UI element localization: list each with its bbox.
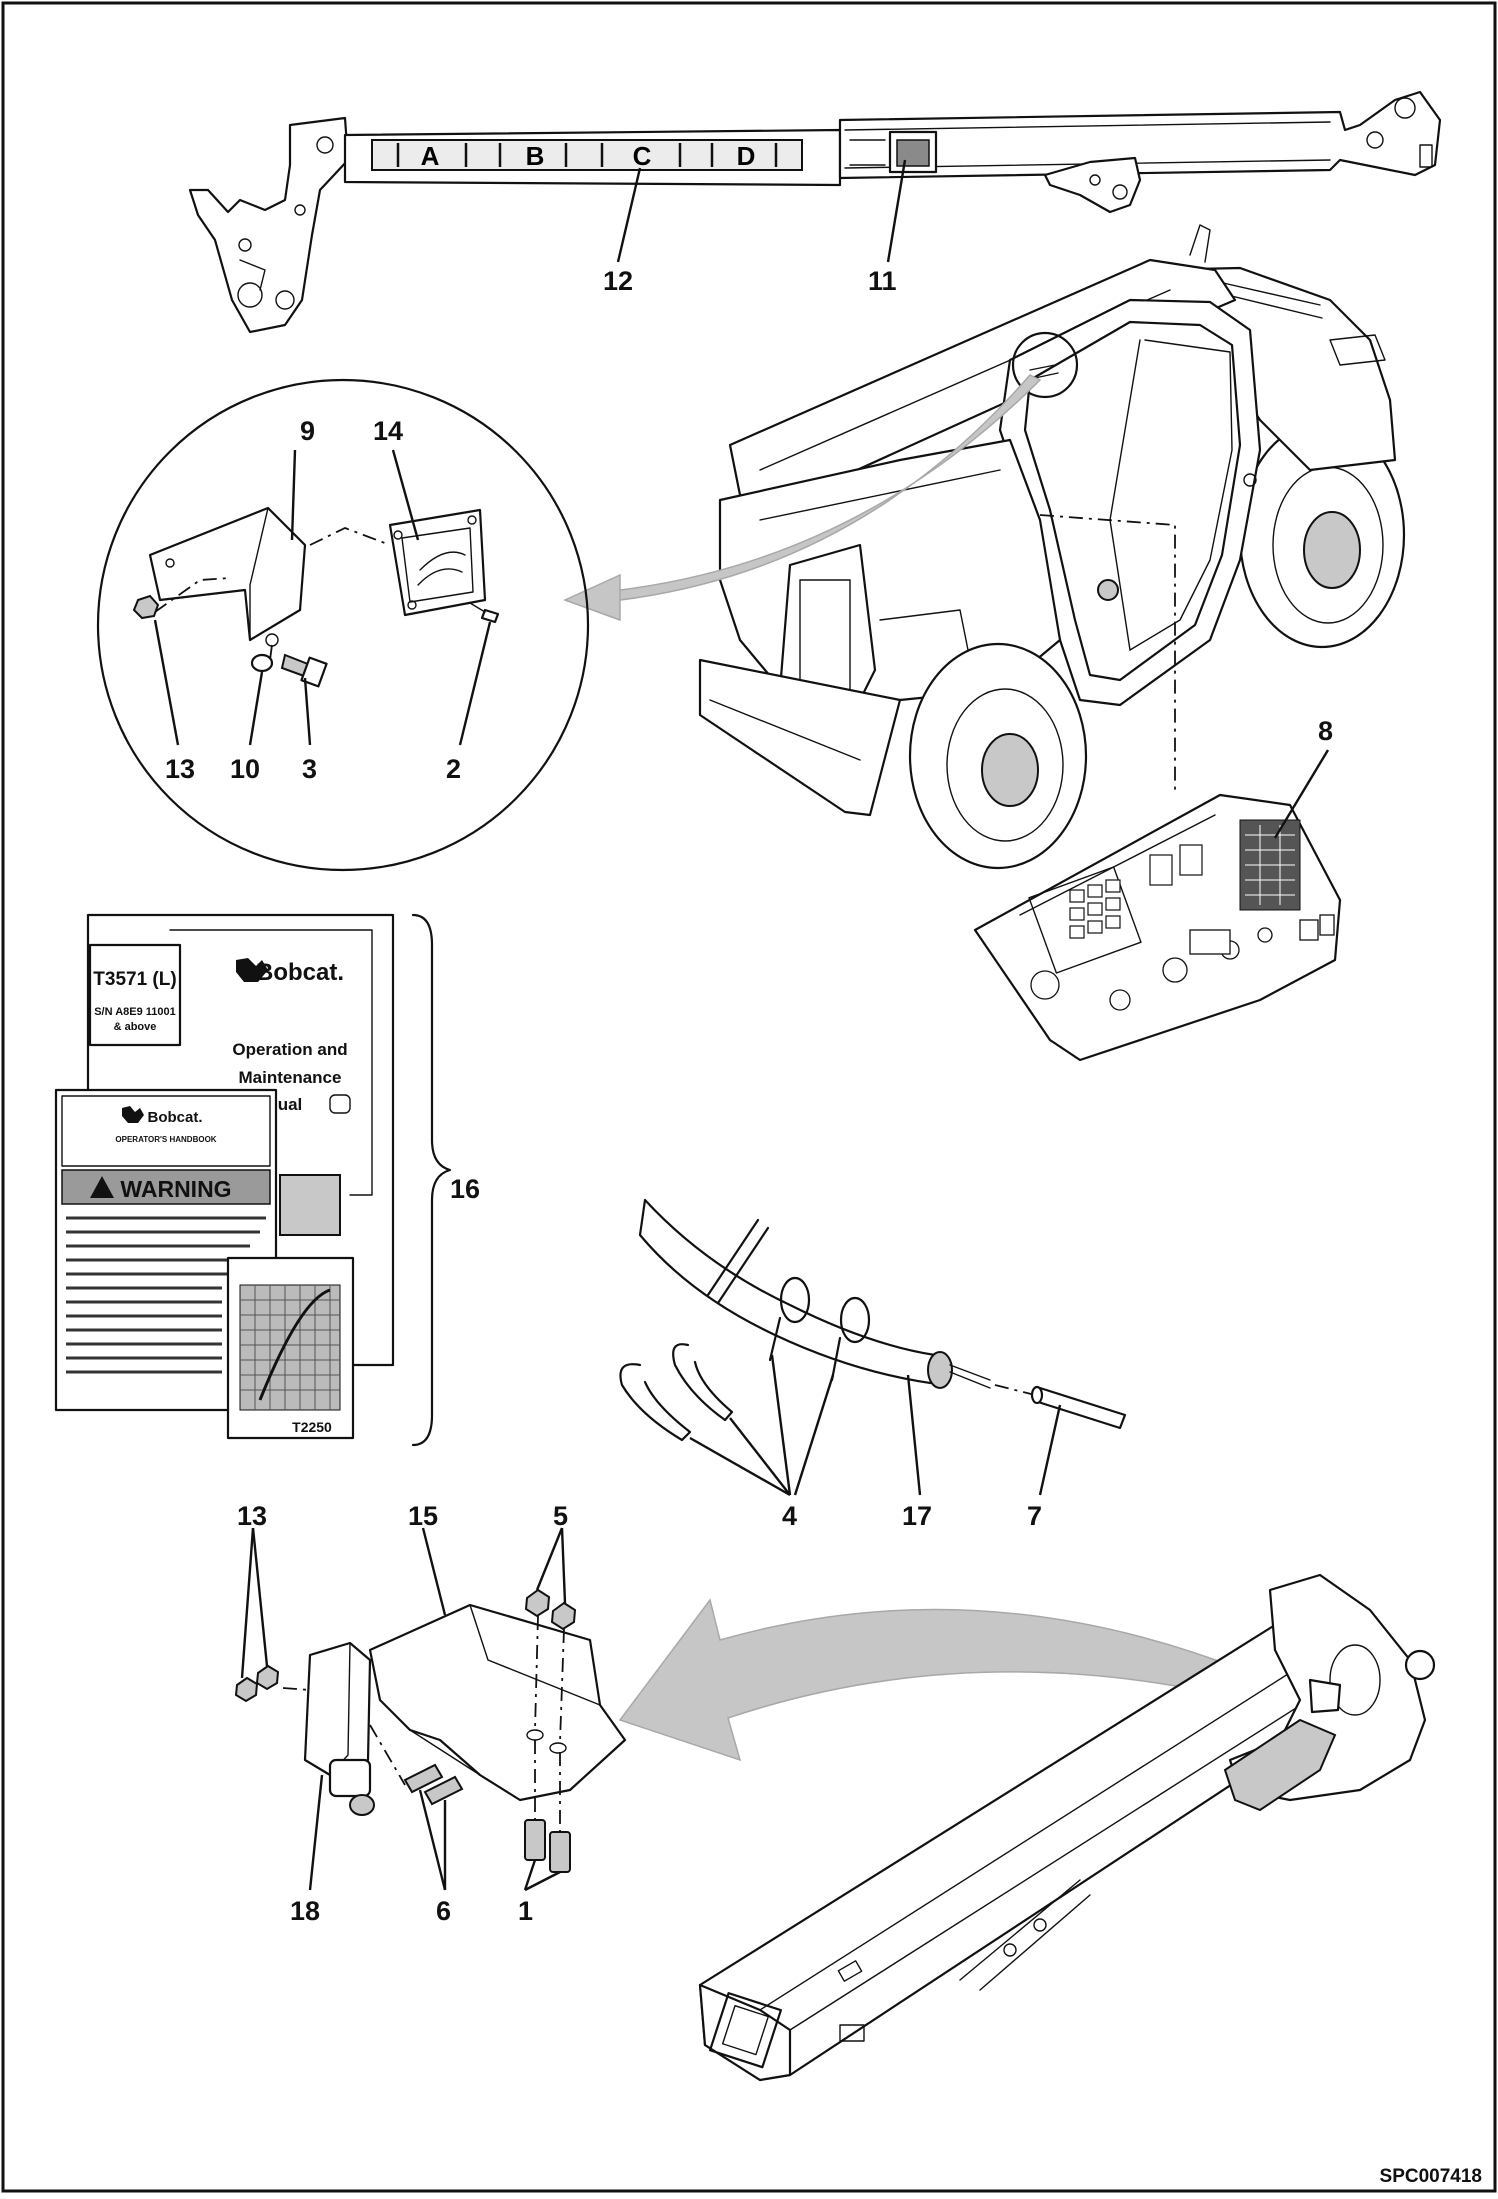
wire-harness-detail: [619, 1198, 1127, 1442]
detail-arrow-bottom: [618, 1598, 1291, 1762]
leader-13b-1: [240, 1527, 255, 1679]
warning-decal-subtitle: OPERATOR'S HANDBOOK: [115, 1135, 216, 1144]
callout-5: 5: [553, 1501, 568, 1531]
callout-13-bottom: 13: [237, 1501, 267, 1531]
detail-arrow-top: [563, 374, 1042, 622]
leader-1a: [523, 1859, 537, 1891]
manual-brand: Bobcat.: [256, 959, 344, 986]
boom-letter-d: D: [737, 141, 756, 171]
leader-6a: [418, 1789, 447, 1891]
detail-view-circle: [96, 378, 590, 872]
manual-serial-2: & above: [114, 1021, 157, 1033]
callout-15: 15: [408, 1501, 438, 1531]
chart-decal-model: T2250: [292, 1419, 332, 1435]
callout-9: 9: [300, 416, 315, 446]
leader-13b-2: [251, 1527, 269, 1667]
leader-4c: [770, 1354, 792, 1496]
callout-2: 2: [446, 754, 461, 784]
warning-decal-brand: Bobcat.: [147, 1109, 202, 1126]
manual-model: T3571 (L): [93, 969, 176, 990]
callout-12: 12: [603, 266, 633, 296]
electrical-panel: [973, 793, 1342, 1062]
leader-1b: [524, 1870, 561, 1892]
callout-14: 14: [373, 416, 403, 446]
manual-title-1: Operation and: [232, 1040, 347, 1059]
callout-16: 16: [450, 1174, 480, 1204]
brace-16: [411, 913, 452, 1447]
sensor-bracket-assembly: [234, 1588, 627, 1873]
telehandler-machine: [698, 224, 1406, 870]
leader-18: [308, 1774, 324, 1891]
callout-8: 8: [1318, 716, 1333, 746]
callout-11: 11: [868, 266, 897, 296]
bobcat-logo-icon-small: [122, 1106, 144, 1123]
warning-decal: Bobcat. OPERATOR'S HANDBOOK WARNING: [54, 1088, 278, 1412]
warning-triangle-icon: [90, 1176, 114, 1198]
leader-15: [421, 1527, 447, 1616]
manual-title-3: ual: [278, 1095, 303, 1114]
leader-3: [303, 677, 312, 746]
detail-parts: [132, 506, 500, 688]
load-chart-decal: T2250: [226, 1256, 355, 1440]
leader-14: [391, 449, 420, 541]
leader-11: [886, 159, 907, 263]
leader-4b: [729, 1417, 791, 1496]
detail-circle: [1011, 331, 1079, 399]
callout-13-top: 13: [165, 754, 195, 784]
callout-3: 3: [302, 754, 317, 784]
leader-9: [290, 449, 297, 541]
manual-title-2: Maintenance: [239, 1068, 342, 1087]
callout-1: 1: [518, 1896, 533, 1926]
leader-17: [906, 1374, 922, 1496]
boom-letter-c: C: [633, 141, 652, 171]
warning-decal-title: WARNING: [120, 1176, 231, 1202]
bobcat-logo-icon: [236, 958, 268, 982]
boom-letter-a: A: [421, 141, 440, 171]
boom-head-assembly: [698, 1573, 1436, 2082]
boom-letter-decal: [371, 139, 803, 171]
leader-10: [248, 671, 264, 746]
leader-13a: [153, 619, 180, 746]
callout-7: 7: [1027, 1501, 1042, 1531]
callout-17: 17: [902, 1501, 932, 1531]
manual-serial-1: S/N A8E9 11001: [94, 1006, 176, 1018]
leader-4d: [793, 1374, 835, 1496]
callout-18: 18: [290, 1896, 320, 1926]
callout-6: 6: [436, 1896, 451, 1926]
leader-7: [1038, 1404, 1062, 1496]
leader-12: [616, 167, 642, 263]
leader-5a: [535, 1527, 564, 1591]
callout-10: 10: [230, 754, 260, 784]
leader-2: [458, 621, 492, 746]
leader-8: [1273, 749, 1330, 839]
callout-4: 4: [782, 1501, 797, 1531]
drawing-id: SPC007418: [1380, 2166, 1482, 2187]
boom-letter-b: B: [526, 141, 545, 171]
boom-assembly-top: A B C D: [188, 90, 1442, 334]
leader-5b: [560, 1527, 567, 1604]
leader-4a: [689, 1436, 791, 1497]
